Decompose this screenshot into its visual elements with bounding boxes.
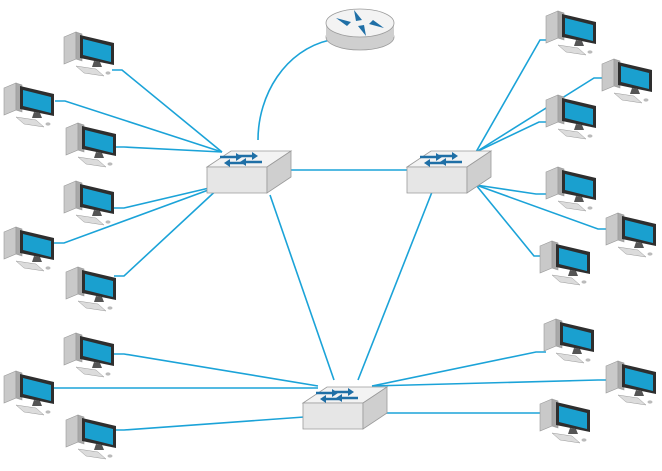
workstation-icon (546, 11, 596, 55)
switch-3 (303, 387, 387, 429)
workstation-icon (64, 32, 114, 76)
link-switch-1-pc-6 (114, 185, 222, 276)
workstation-icon (544, 319, 594, 363)
workstation-icon (602, 59, 652, 103)
pc-8 (602, 59, 652, 103)
workstation-icon (540, 241, 590, 285)
pc-14 (4, 371, 54, 415)
link-switch-1-router-1 (258, 40, 330, 140)
pc-16 (544, 319, 594, 363)
pc-1 (64, 32, 114, 76)
pc-5 (4, 227, 54, 271)
link-switch-3-pc-17 (372, 380, 608, 386)
nodes-layer (4, 9, 656, 459)
workstation-icon (606, 213, 656, 257)
router-1 (326, 9, 394, 50)
switch-icon (303, 387, 387, 429)
workstation-icon (64, 333, 114, 377)
pc-2 (4, 83, 54, 127)
pc-6 (66, 267, 116, 311)
switch-icon (207, 151, 291, 193)
pc-13 (64, 333, 114, 377)
link-switch-2-switch-3 (358, 192, 432, 380)
pc-17 (606, 361, 656, 405)
router-icon (326, 9, 394, 50)
pc-18 (540, 399, 590, 443)
workstation-icon (64, 181, 114, 225)
pc-11 (606, 213, 656, 257)
switch-1 (207, 151, 291, 193)
link-switch-1-pc-1 (112, 70, 222, 152)
pc-9 (546, 95, 596, 139)
pc-7 (546, 11, 596, 55)
pc-12 (540, 241, 590, 285)
workstation-icon (540, 399, 590, 443)
workstation-icon (4, 83, 54, 127)
workstation-icon (66, 267, 116, 311)
workstation-icon (66, 415, 116, 459)
pc-15 (66, 415, 116, 459)
link-switch-3-pc-15 (114, 416, 318, 430)
workstation-icon (66, 123, 116, 167)
pc-3 (66, 123, 116, 167)
link-switch-1-switch-3 (270, 195, 334, 380)
links-layer (54, 40, 608, 430)
link-switch-2-pc-9 (476, 122, 549, 152)
link-switch-3-pc-16 (372, 352, 546, 386)
workstation-icon (606, 361, 656, 405)
link-switch-1-pc-3 (114, 147, 222, 152)
pc-10 (546, 167, 596, 211)
link-switch-2-pc-12 (476, 185, 544, 256)
workstation-icon (4, 227, 54, 271)
workstation-icon (546, 95, 596, 139)
link-switch-3-pc-13 (114, 354, 318, 386)
workstation-icon (4, 371, 54, 415)
workstation-icon (546, 167, 596, 211)
pc-4 (64, 181, 114, 225)
